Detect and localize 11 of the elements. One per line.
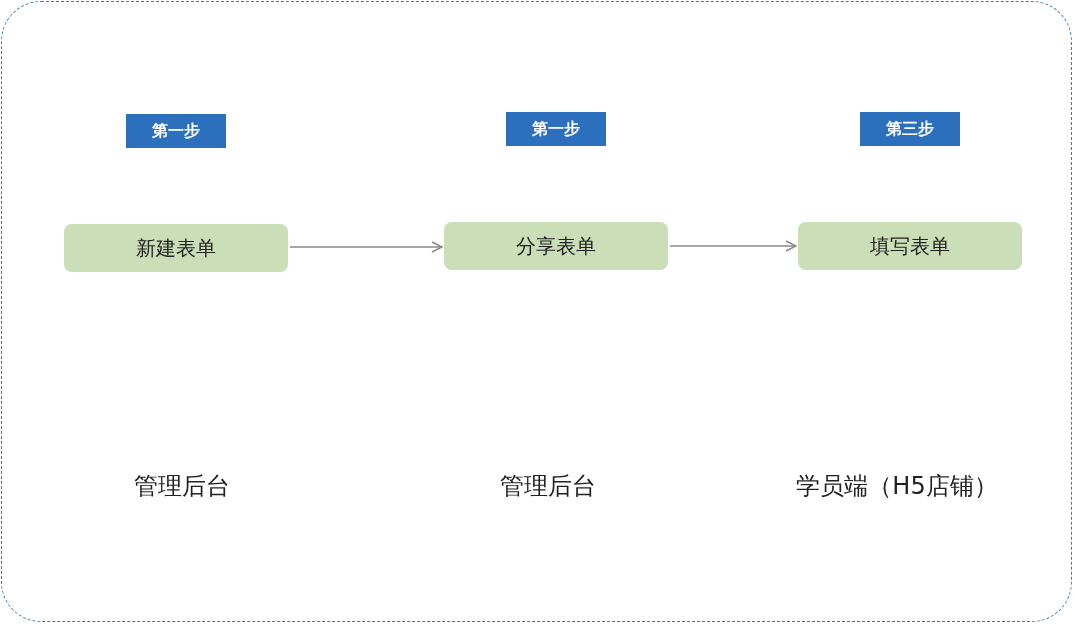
step-badge: 第一步	[126, 114, 226, 148]
arrow	[669, 240, 797, 252]
process-box: 填写表单	[798, 222, 1022, 270]
step-badge: 第三步	[860, 112, 960, 146]
platform-label: 学员端（H5店铺）	[796, 471, 998, 502]
step-badge: 第一步	[506, 112, 606, 146]
arrow	[289, 241, 443, 253]
process-box: 新建表单	[64, 224, 288, 272]
platform-label: 管理后台	[134, 471, 230, 502]
process-box: 分享表单	[444, 222, 668, 270]
platform-label: 管理后台	[500, 471, 596, 502]
